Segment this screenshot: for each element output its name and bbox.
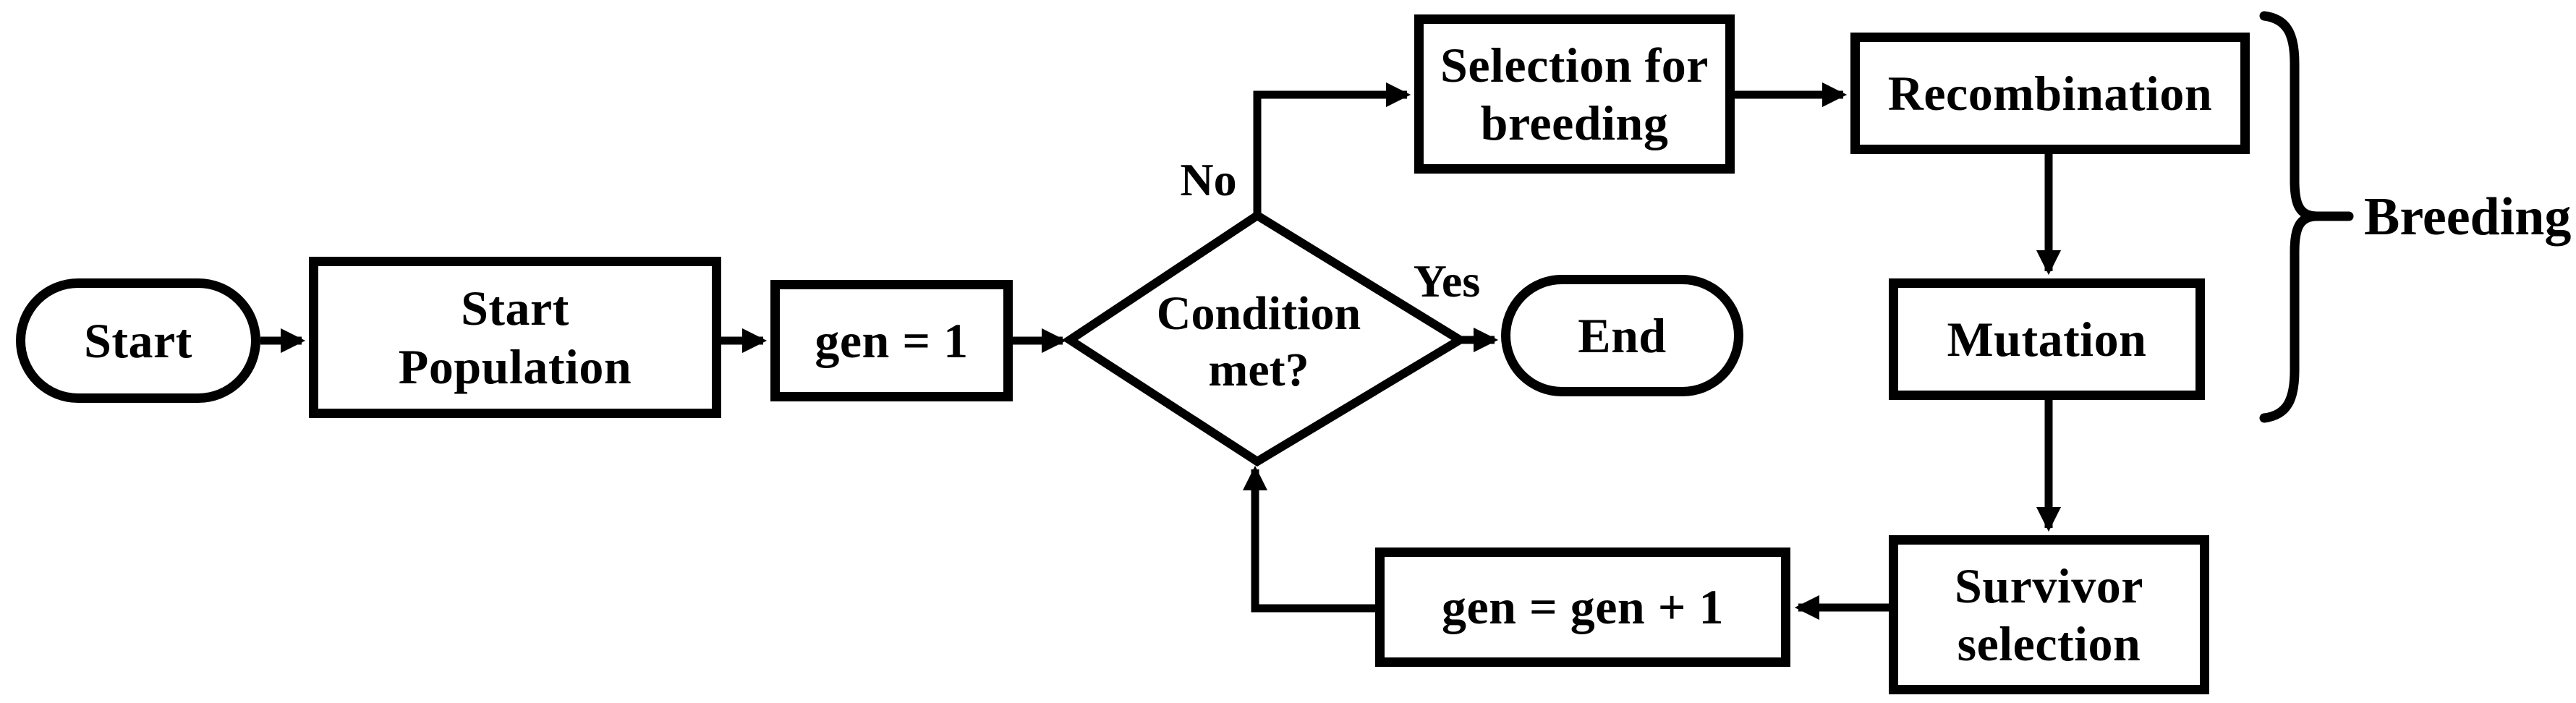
node-survivor-line1: Survivor: [1955, 558, 2143, 613]
node-survivor-line2: selection: [1957, 616, 2141, 671]
node-selection-line2: breeding: [1480, 95, 1669, 150]
node-end-label: End: [1578, 307, 1667, 363]
node-gen-increment-label: gen = gen + 1: [1442, 579, 1724, 635]
node-gen-init-label: gen = 1: [815, 312, 969, 368]
edge-genincrement-to-condition: [1242, 465, 1375, 613]
edge-condition-to-selection-no: [1253, 82, 1411, 216]
node-start-population-line1: Start: [461, 281, 569, 336]
node-recombination: Recombination: [1850, 33, 2250, 154]
node-start-population: Start Population: [309, 257, 721, 418]
node-gen-increment: gen = gen + 1: [1375, 548, 1790, 667]
breeding-brace: [2259, 11, 2318, 423]
node-end: End: [1501, 275, 1743, 396]
node-gen-init: gen = 1: [770, 280, 1013, 401]
breeding-group-label: Breeding: [2364, 187, 2572, 247]
node-start: Start: [16, 278, 260, 403]
node-start-label: Start: [84, 312, 192, 368]
node-start-population-line2: Population: [398, 338, 632, 394]
node-mutation-label: Mutation: [1947, 311, 2147, 367]
node-selection-line1: Selection for: [1440, 37, 1709, 93]
node-condition-label: Condition met?: [1128, 281, 1389, 404]
edge-label-no: No: [1180, 154, 1237, 205]
node-condition-line2: met?: [1208, 344, 1309, 396]
node-recombination-label: Recombination: [1887, 65, 2213, 121]
node-mutation: Mutation: [1889, 278, 2205, 400]
node-selection-for-breeding: Selection for breeding: [1414, 14, 1735, 174]
node-condition-line1: Condition: [1156, 287, 1361, 341]
edge-label-yes: Yes: [1413, 255, 1481, 307]
node-survivor-selection: Survivor selection: [1889, 535, 2209, 694]
